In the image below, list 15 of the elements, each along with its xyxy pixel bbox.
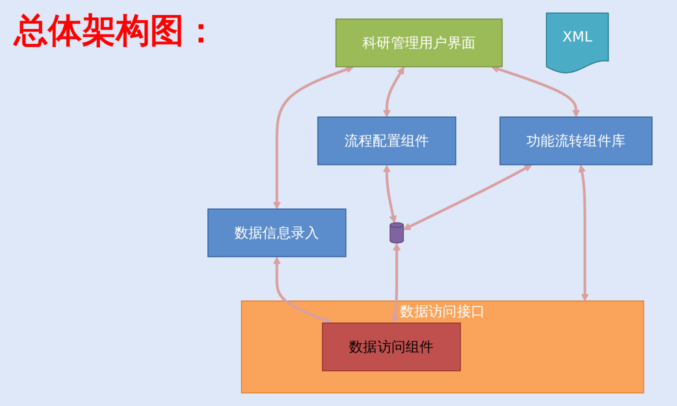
node-box: 数据信息录入 <box>207 208 346 258</box>
arrow <box>391 243 401 324</box>
arrow <box>578 164 589 302</box>
arrow <box>382 66 404 118</box>
node-box: 科研管理用户界面 <box>335 18 503 68</box>
node-box: 数据访问组件 <box>322 322 461 372</box>
arrow <box>273 66 354 210</box>
arrow <box>273 256 332 324</box>
diagram-title: 总体架构图： <box>14 10 218 53</box>
arrow <box>403 164 532 230</box>
node-box: 流程配置组件 <box>317 116 456 166</box>
node-cylinder <box>390 222 404 244</box>
node-box: 功能流转组件库 <box>500 116 653 166</box>
arrow <box>491 65 580 118</box>
arrow <box>382 164 397 224</box>
